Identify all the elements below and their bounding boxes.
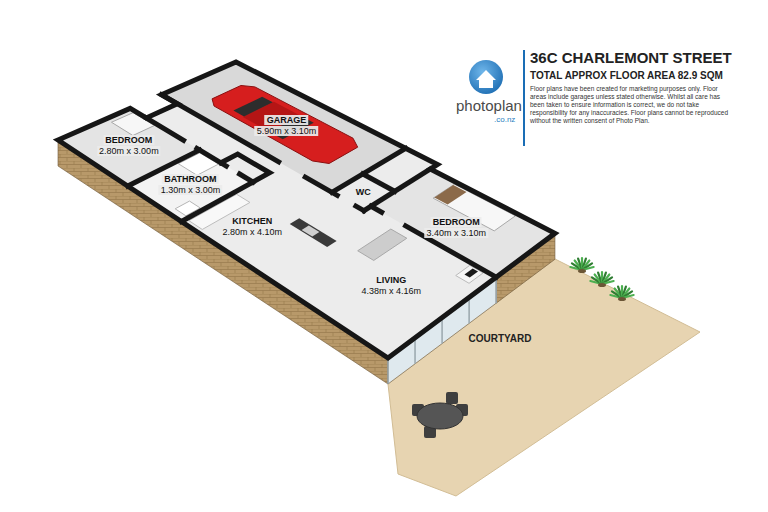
car (212, 85, 358, 163)
logo-globe (469, 60, 503, 94)
kitchen-island (290, 218, 337, 247)
room-dimension: 3.40m x 3.10m (424, 228, 488, 238)
dining-table (417, 403, 463, 429)
room-name: GARAGE (265, 115, 309, 125)
floor-area: TOTAL APPROX FLOOR AREA 82.9 SQM (530, 70, 723, 81)
plant (590, 272, 613, 287)
chair (446, 392, 458, 404)
room-dimension: 2.80m x 4.10m (221, 227, 285, 237)
room-name: LIVING (374, 275, 408, 285)
door-frame (468, 297, 470, 323)
plant-leaf (578, 259, 582, 270)
floor (58, 62, 555, 358)
door-frame (387, 358, 389, 384)
area-name: COURTYARD (469, 333, 532, 344)
room-name: WC (354, 187, 373, 197)
kitchen-sink (302, 226, 320, 237)
plant (570, 258, 593, 273)
address-title: 36C CHARLEMONT STREET (530, 49, 732, 66)
plant-leaf (618, 287, 622, 298)
door-frame (495, 277, 497, 303)
disclaimer: Floor plans have been created for market… (530, 85, 735, 125)
door-frame (414, 338, 416, 364)
room-dimension: 1.30m x 3.00m (159, 185, 223, 195)
plant-pot (598, 283, 606, 287)
door-frame (441, 318, 443, 344)
room-dimension: 2.80m x 3.00m (97, 146, 161, 156)
room-name: BATHROOM (162, 174, 218, 184)
room-name: KITCHEN (230, 216, 274, 226)
room-name: BEDROOM (103, 135, 154, 145)
header-divider (523, 50, 525, 146)
sofa (358, 229, 407, 260)
wall (221, 154, 270, 182)
car-rear-window (233, 97, 272, 117)
room-dimension: 4.38m x 4.16m (360, 286, 424, 296)
plant-pot (618, 297, 626, 301)
house-group (58, 62, 700, 496)
logo-domain: .co.nz (494, 115, 515, 124)
logo-house (476, 70, 496, 88)
plant-pot (578, 269, 586, 273)
room-dimension: 5.90m x 3.10m (255, 126, 319, 136)
wall (406, 226, 497, 277)
wall (371, 206, 382, 212)
logo-wordmark: photoplan (456, 97, 522, 114)
wall (332, 148, 406, 192)
room-name: BEDROOM (431, 217, 482, 227)
tv (464, 268, 478, 277)
plant-leaf (598, 273, 602, 284)
wall (58, 62, 555, 358)
plant (610, 286, 633, 301)
